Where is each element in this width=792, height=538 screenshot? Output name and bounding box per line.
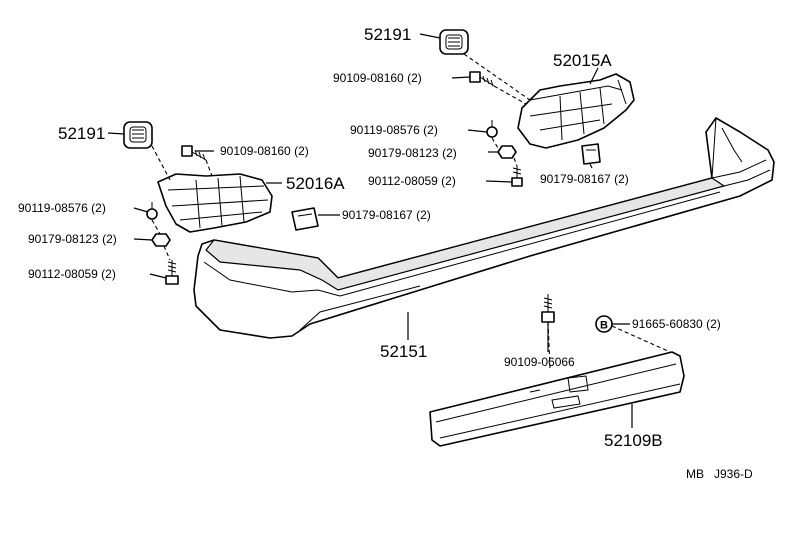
label-52109B: 52109B	[604, 431, 663, 450]
bumper-cover-52151	[193, 117, 775, 339]
label-52191-top: 52191	[364, 25, 411, 44]
label-90109-08160-top: 90109-08160 (2)	[333, 71, 422, 85]
label-52015A: 52015A	[553, 51, 612, 70]
clip-90179-08167-right	[581, 143, 601, 165]
clip-90179-08167-left	[291, 207, 319, 231]
cushion-52191-left	[123, 121, 153, 149]
footer-code: J936-D	[714, 467, 753, 481]
b-marker-label: B	[600, 320, 608, 332]
label-90112-08059-top: 90112-08059 (2)	[368, 174, 456, 188]
label-90179-08167-right: 90179-08167 (2)	[540, 172, 629, 186]
screw-90109-06066	[541, 294, 555, 323]
screw-90119-08576-left	[146, 202, 158, 220]
label-91665-60830: 91665-60830 (2)	[632, 317, 721, 331]
label-90179-08123-left: 90179-08123 (2)	[28, 232, 117, 246]
label-90179-08123-top: 90179-08123 (2)	[368, 146, 457, 160]
bolt-90109-08160-top	[469, 71, 495, 87]
screw-90112-08059-left	[165, 260, 179, 285]
lower-panel-52109B	[429, 351, 685, 447]
leader-lines	[107, 33, 633, 428]
bolt-90109-08160-left	[181, 145, 207, 161]
label-90109-06066: 90109-06066	[504, 355, 575, 369]
label-90119-08576-left: 90119-08576 (2)	[18, 201, 106, 215]
retainer-52016A	[157, 173, 273, 233]
label-52016A: 52016A	[286, 174, 345, 193]
labels: 52191 52015A 90109-08160 (2) 90119-08576…	[18, 25, 753, 481]
b-marker-icon: B	[595, 315, 613, 333]
screw-90119-08576-top	[486, 120, 498, 138]
nut-90179-08123-top	[497, 145, 517, 159]
label-90179-08167-left: 90179-08167 (2)	[342, 208, 431, 222]
screw-90112-08059-top	[511, 166, 523, 187]
label-90112-08059-left: 90112-08059 (2)	[28, 267, 116, 281]
label-52151: 52151	[380, 342, 427, 361]
label-52191-left: 52191	[58, 124, 105, 143]
nut-90179-08123-left	[151, 233, 171, 247]
retainer-52015A	[517, 73, 635, 149]
label-90119-08576-top: 90119-08576 (2)	[350, 123, 438, 137]
label-90109-08160-left: 90109-08160 (2)	[220, 144, 309, 158]
footer-code-prefix: MB	[686, 467, 704, 481]
cushion-52191-top	[439, 29, 469, 55]
